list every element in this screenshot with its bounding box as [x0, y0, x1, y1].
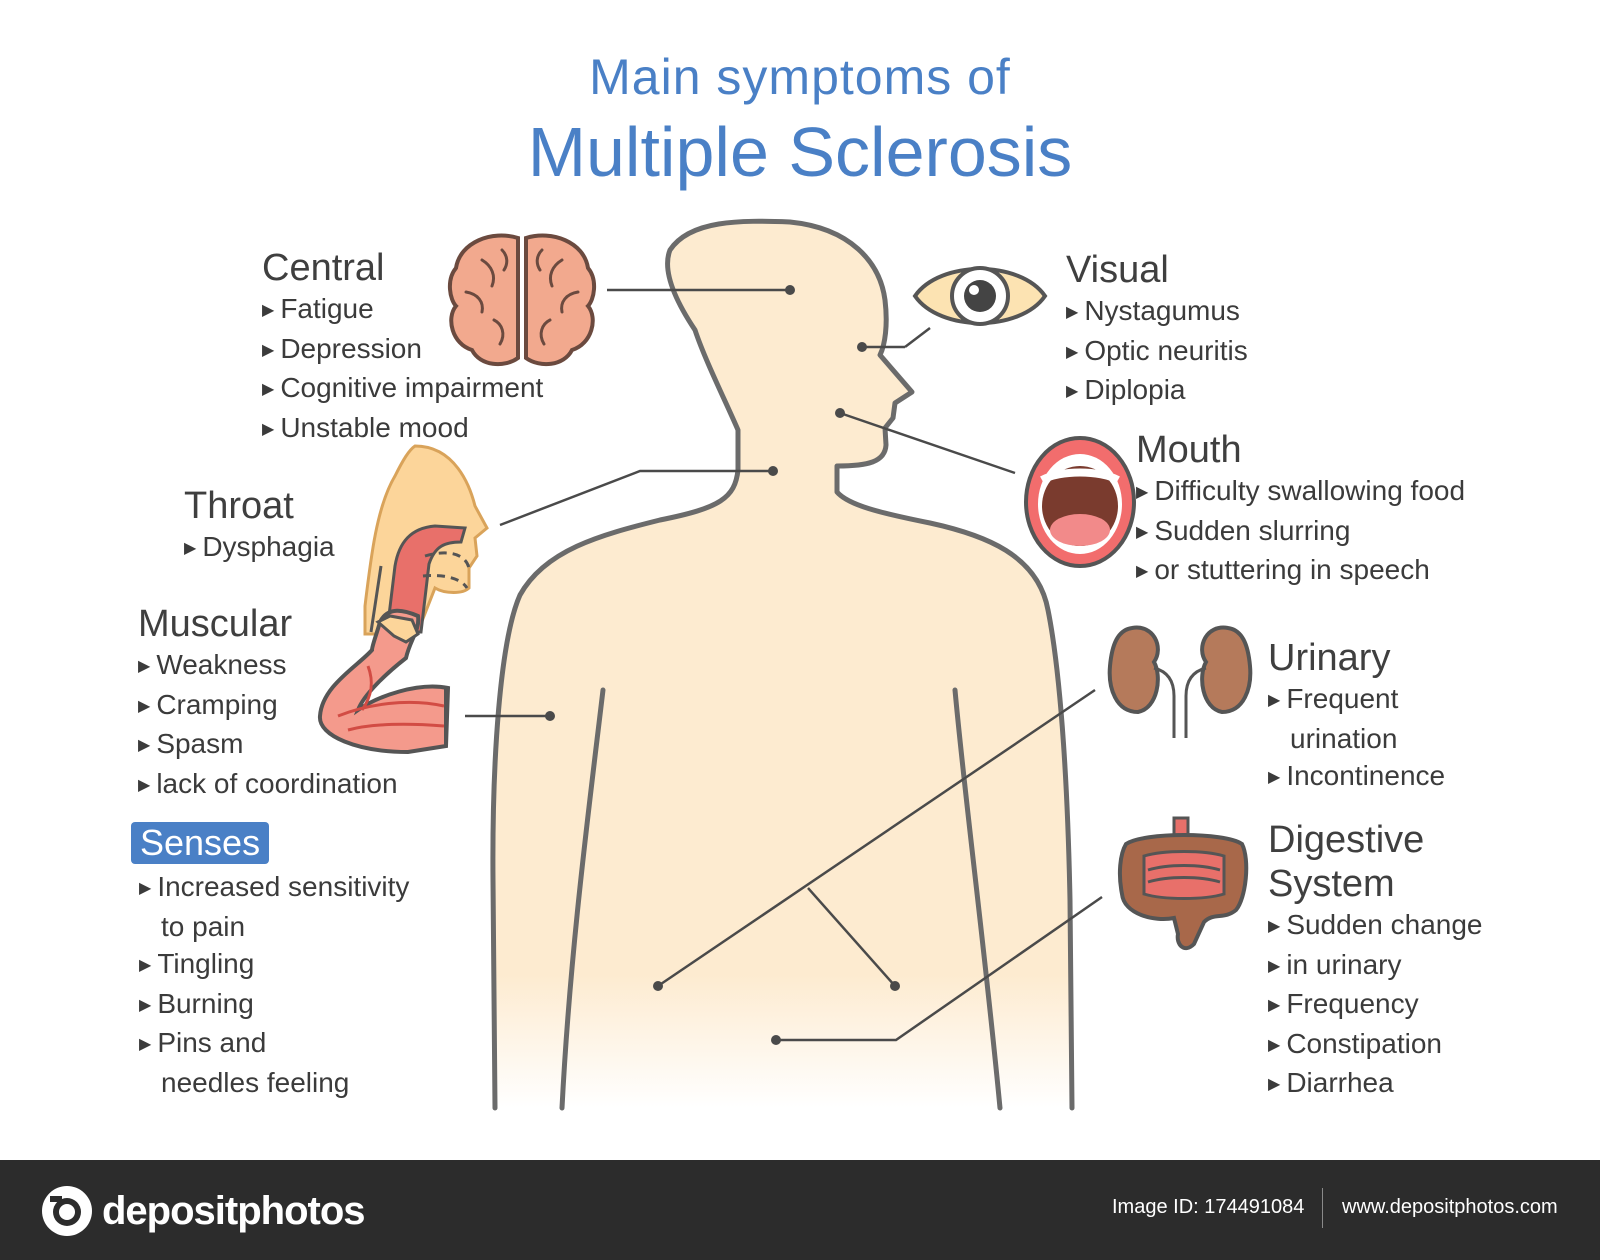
list-item: ▶in urinary: [1268, 948, 1402, 980]
brain-icon: [448, 233, 596, 367]
group-title: System: [1268, 863, 1395, 905]
list-item: ▶or stuttering in speech: [1136, 554, 1430, 585]
group-mouth: Mouth ▶Difficulty swallowing food ▶Sudde…: [1136, 428, 1465, 591]
title-line-1: Main symptoms of: [589, 49, 1011, 105]
connector-urinary: [657, 688, 1096, 988]
footer-divider: [1322, 1188, 1323, 1228]
group-title: Throat: [184, 485, 294, 527]
footer-bar: depositphotos Image ID: 174491084 www.de…: [0, 1160, 1600, 1260]
connector-visual-2: [904, 327, 931, 348]
list-item: ▶Spasm: [138, 728, 244, 759]
list-item: ▶Diplopia: [1066, 374, 1186, 405]
list-item: ▶Constipation: [1268, 1027, 1442, 1059]
list-item: ▶Difficulty swallowing food: [1136, 475, 1466, 506]
list-item: ▶Weakness: [138, 649, 287, 680]
list-item: ▶Increased sensitivity: [139, 871, 410, 902]
group-muscular: Muscular ▶Weakness ▶Cramping ▶Spasm ▶lac…: [138, 602, 398, 804]
camera-logo-icon: [42, 1186, 92, 1236]
list-item: urination: [1290, 722, 1398, 754]
list-item: ▶lack of coordination: [138, 767, 398, 799]
list-item: to pain: [161, 910, 246, 942]
list-item: ▶Unstable mood: [262, 411, 469, 443]
kidneys-icon: [1107, 625, 1253, 738]
list-item: ▶Incontinence: [1268, 760, 1446, 791]
eye-icon: [912, 266, 1048, 326]
group-title: Central: [262, 247, 385, 289]
logo-text: depositphotos: [102, 1188, 366, 1233]
list-item: ▶Sudden change: [1268, 909, 1483, 940]
group-title: Visual: [1066, 249, 1169, 291]
connector-mouth: [839, 411, 1016, 475]
list-item: ▶Optic neuritis: [1066, 334, 1248, 366]
group-title: Mouth: [1136, 429, 1242, 471]
image-id: Image ID: 174491084: [1112, 1196, 1305, 1218]
group-title: Digestive: [1268, 819, 1425, 861]
group-title: Urinary: [1268, 637, 1391, 679]
group-urinary: Urinary ▶Frequent urination ▶Incontinenc…: [1268, 636, 1445, 797]
list-item: ▶Dysphagia: [184, 531, 335, 562]
list-item: ▶Cramping: [138, 688, 278, 720]
arm-muscle-icon: [318, 608, 451, 755]
list-item: ▶Frequent: [1268, 683, 1399, 714]
throat-icon: [363, 444, 489, 636]
list-item: ▶Depression: [262, 332, 422, 364]
connector-throat: [499, 469, 773, 527]
list-item: ▶Burning: [139, 987, 254, 1019]
title-line-2: Multiple Sclerosis: [527, 113, 1073, 191]
right-arm-line: [952, 687, 1003, 1111]
mouth-icon: [1024, 436, 1136, 568]
human-silhouette: [492, 221, 1072, 1108]
group-senses: Senses ▶Increased sensitivity to pain ▶T…: [131, 822, 409, 1101]
group-central: Central ▶Fatigue ▶Depression ▶Cognitive …: [262, 246, 543, 448]
list-item: ▶Fatigue: [262, 293, 374, 324]
list-item: ▶Diarrhea: [1268, 1067, 1394, 1098]
list-item: needles feeling: [161, 1066, 350, 1098]
group-visual: Visual ▶Nystagumus ▶Optic neuritis ▶Dipl…: [1066, 248, 1248, 411]
connector-urinary-branch: [807, 887, 896, 987]
list-item: ▶Frequency: [1268, 988, 1419, 1019]
connector-digestive: [776, 895, 1103, 1042]
list-item: ▶Sudden slurring: [1136, 514, 1351, 546]
footer-logo[interactable]: depositphotos: [40, 1184, 366, 1238]
group-throat: Throat ▶Dysphagia: [184, 484, 335, 568]
list-item: ▶Cognitive impairment: [262, 372, 544, 403]
group-digestive: Digestive System ▶Sudden change ▶in urin…: [1268, 818, 1483, 1104]
group-title: Muscular: [138, 603, 293, 645]
site-link[interactable]: www.depositphotos.com: [1342, 1196, 1558, 1218]
body-illustration: [318, 218, 1253, 1111]
list-item: ▶Pins and: [139, 1027, 267, 1058]
intestines-icon: [1117, 816, 1249, 951]
list-item: ▶Nystagumus: [1066, 295, 1240, 326]
senses-badge: Senses: [131, 822, 270, 864]
silhouette-outline: [490, 218, 1075, 1111]
list-item: ▶Tingling: [139, 948, 255, 979]
left-arm-line: [559, 687, 606, 1111]
